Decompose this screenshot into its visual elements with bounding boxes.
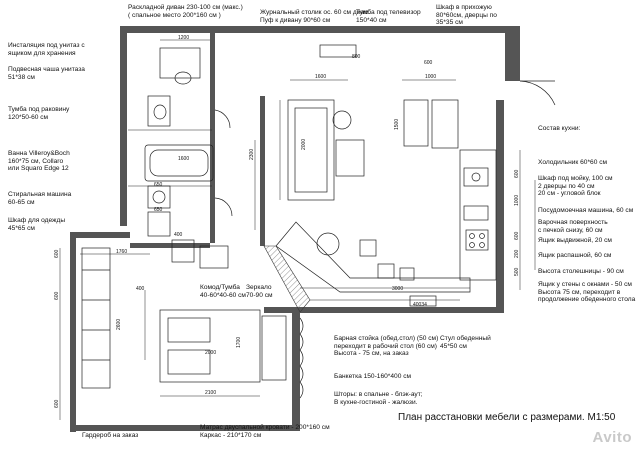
dim-1600: 1600 (315, 74, 326, 80)
kitchen-item: Ящик распашной, 60 см (538, 252, 612, 259)
kitchen (275, 149, 497, 307)
kitchen-item: Посудомоечная машина, 60 см (538, 207, 634, 214)
dim-2000-bed: 2000 (205, 350, 216, 356)
dim-600-tv: 600 (424, 60, 433, 66)
label-mirror: Зеркало 70-90 см (246, 284, 273, 299)
label-dresser: Комод/Тумба 40-60*40-60 см (200, 284, 246, 299)
kitchen-item: Высота столешницы - 90 см (538, 268, 624, 275)
dim-650: 650 (154, 182, 163, 188)
dim-500-k: 500 (514, 267, 520, 276)
dim-2600: 2600 (116, 319, 122, 330)
dim-3000: 3000 (392, 286, 403, 292)
dim-650b: 650 (154, 207, 163, 213)
living-room (287, 44, 459, 201)
dim-1000-k: 1000 (514, 195, 520, 206)
dim-2100: 2100 (205, 390, 216, 396)
dim-600-k: 600 (514, 169, 520, 178)
label-washer: Стиральная машина 60-65 см (8, 191, 72, 206)
dim-1200: 1200 (178, 35, 189, 41)
dim-600-w2: 600 (54, 291, 60, 300)
dim-2300: 2300 (249, 149, 255, 160)
label-closet: Гардероб на заказ (82, 432, 139, 439)
label-banquette: Банкетка 150-160*400 см (334, 373, 412, 380)
kitchen-item: Ящик у стены с окнами - 50 см Высота 75 … (538, 281, 636, 304)
label-curtains: Шторы: в спальне - блэк-аут; В кухне-гос… (334, 391, 423, 406)
dim-200-k: 200 (514, 249, 520, 258)
kitchen-item: Шкаф под мойку, 100 см 2 дверцы по 40 см… (538, 175, 613, 198)
entrance-door (519, 80, 556, 106)
dim-800: 800 (352, 54, 361, 60)
dim-1000: 1000 (425, 74, 436, 80)
dim-1760: 1760 (116, 249, 127, 255)
dim-400b: 400 (174, 232, 183, 238)
dim-1600-bath: 1600 (178, 156, 189, 162)
label-sink-cabinet: Тумба под раковину 120*50-60 см (8, 106, 70, 121)
walls (70, 26, 520, 432)
dim-2000: 2000 (301, 139, 307, 150)
label-bar-counter: Барная стойка (обед.стол) (50 см) перехо… (334, 335, 439, 358)
label-coffee-table: Журнальный столик ос. 60 см диам. Пуф к … (260, 9, 371, 24)
dim-1700: 1700 (236, 337, 242, 348)
label-hall-wardrobe: Шкаф в прихожую 80*60см, дверцы по 35*35… (436, 4, 497, 27)
dim-600-k2: 600 (514, 231, 520, 240)
dimension-lines (59, 39, 536, 420)
dimension-labels: 1200 1600 1000 2000 1500 2300 1600 650 6… (54, 35, 520, 408)
dim-40034: 40034 (413, 302, 427, 308)
dim-400: 400 (136, 286, 145, 292)
bathroom (144, 47, 233, 237)
label-sofa: Раскладной диван 230-100 см (макс.) ( сп… (128, 4, 243, 19)
watermark-logo: Avito (592, 429, 632, 446)
plan-title: План расстановки мебели с размерами. М1:… (398, 412, 616, 423)
hatched-wall (263, 245, 311, 313)
dim-600-w: 600 (54, 249, 60, 258)
label-bathtub: Ванна Villeroy&Boch 160*75 см, Collaro и… (8, 150, 70, 173)
kitchen-item: Варочная поверхность с печкой снизу, 60 … (538, 219, 608, 234)
label-mattress: Матрас двуспальной кровати - 200*160 см … (200, 424, 330, 439)
label-toilet-install: Инсталяция под унитаз с ящиком для хране… (8, 42, 85, 57)
bedroom (81, 239, 304, 399)
kitchen-legend-title: Состав кухни: (538, 125, 581, 132)
label-wardrobe: Шкаф для одежды 45*65 см (8, 217, 66, 232)
kitchen-item: Холодильник 60*60 см (538, 159, 608, 166)
label-toilet-bowl: Подвесная чаша унитаза 51*38 см (8, 66, 85, 81)
dim-600-w3: 600 (54, 399, 60, 408)
label-tv-stand: Тумба под телевизор 150*40 см (356, 9, 421, 24)
label-dining-chair: Стул обеденный 45*50 см (440, 335, 491, 350)
dim-1500: 1500 (394, 119, 400, 130)
kitchen-item: Ящик выдвижной, 20 см (538, 237, 612, 244)
